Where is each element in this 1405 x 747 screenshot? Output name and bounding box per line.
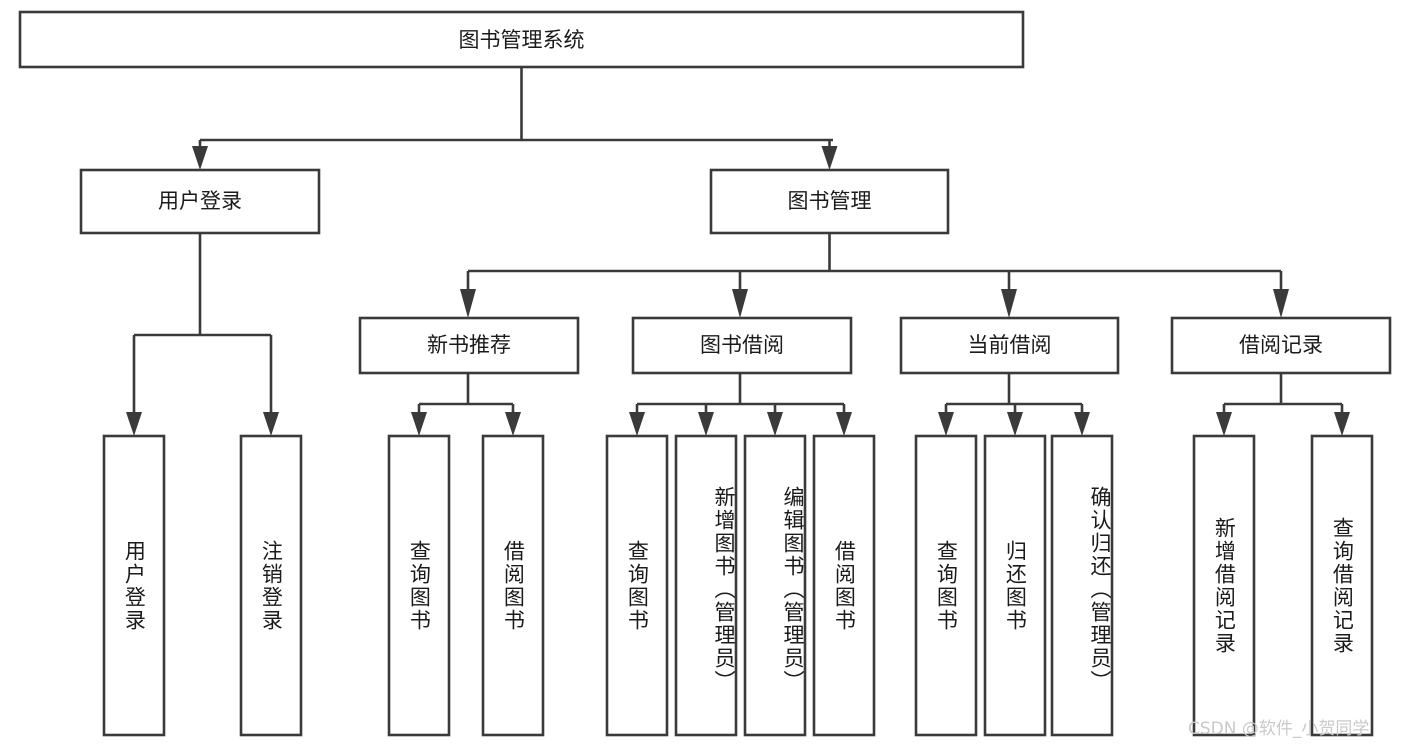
arrow-head-current-borrow bbox=[1001, 289, 1017, 318]
node-leaf-query-record[interactable] bbox=[1310, 434, 1374, 737]
node-layer: 图书管理系统 用户登录 图书管理 新书推荐 图书借阅 当前借阅 借阅记录 bbox=[18, 10, 1392, 737]
connector-layer bbox=[126, 67, 1350, 436]
arrow-head-new-book-rec bbox=[460, 289, 476, 318]
node-leaf-edit-book[interactable] bbox=[743, 434, 807, 737]
arrow-head-book-borrow bbox=[732, 289, 748, 318]
node-new-book-rec-label: 新书推荐 bbox=[427, 333, 511, 357]
node-new-book-rec[interactable] bbox=[358, 316, 580, 375]
arrow-head-leaf-add-record bbox=[1216, 412, 1232, 436]
arrow-head-leaf-query-book-3 bbox=[938, 412, 954, 436]
arrow-head-book-manage bbox=[821, 146, 838, 170]
node-current-borrow-label: 当前借阅 bbox=[968, 333, 1052, 357]
node-book-manage-label: 图书管理 bbox=[788, 189, 872, 213]
arrow-head-borrow-record bbox=[1273, 289, 1289, 318]
arrow-head-leaf-user-login bbox=[126, 412, 142, 436]
node-book-borrow-label: 图书借阅 bbox=[700, 333, 784, 357]
node-leaf-confirm-return[interactable] bbox=[1050, 434, 1114, 737]
node-leaf-query-book-2[interactable] bbox=[605, 434, 669, 737]
arrow-head-leaf-borrow-book-2 bbox=[836, 412, 852, 436]
node-root[interactable] bbox=[18, 10, 1025, 69]
node-user-login-label: 用户登录 bbox=[158, 189, 242, 213]
node-leaf-add-record[interactable] bbox=[1192, 434, 1256, 737]
node-leaf-return-book[interactable] bbox=[983, 434, 1047, 737]
arrow-head-leaf-borrow-book-1 bbox=[505, 412, 521, 436]
arrow-head-leaf-return-book bbox=[1007, 412, 1023, 436]
node-leaf-user-login[interactable] bbox=[102, 434, 166, 737]
node-current-borrow[interactable] bbox=[899, 316, 1120, 375]
node-leaf-query-book-3[interactable] bbox=[914, 434, 978, 737]
node-leaf-query-book-1[interactable] bbox=[387, 434, 451, 737]
node-borrow-record[interactable] bbox=[1170, 316, 1392, 375]
node-user-login[interactable] bbox=[79, 168, 321, 235]
arrow-head-leaf-confirm-return bbox=[1074, 412, 1090, 436]
arrow-head-leaf-query-book-1 bbox=[411, 412, 427, 436]
node-book-manage[interactable] bbox=[709, 168, 950, 235]
node-root-label: 图书管理系统 bbox=[459, 28, 585, 52]
arrow-head-leaf-query-book-2 bbox=[629, 412, 645, 436]
node-leaf-user-logout[interactable] bbox=[239, 434, 303, 737]
arrow-head-leaf-add-book bbox=[698, 412, 714, 436]
arrow-head-leaf-user-logout bbox=[263, 412, 279, 436]
node-borrow-record-label: 借阅记录 bbox=[1239, 333, 1323, 357]
arrow-head-user-login bbox=[192, 146, 208, 170]
arrow-head-leaf-edit-book bbox=[767, 412, 783, 436]
arrow-head-leaf-query-record bbox=[1334, 412, 1350, 436]
csdn-watermark: CSDN @软件_小贺同学 bbox=[1188, 719, 1370, 739]
node-leaf-add-book[interactable] bbox=[674, 434, 738, 737]
node-leaf-borrow-book-1[interactable] bbox=[481, 434, 545, 737]
node-book-borrow[interactable] bbox=[631, 316, 853, 375]
node-leaf-borrow-book-2[interactable] bbox=[812, 434, 876, 737]
